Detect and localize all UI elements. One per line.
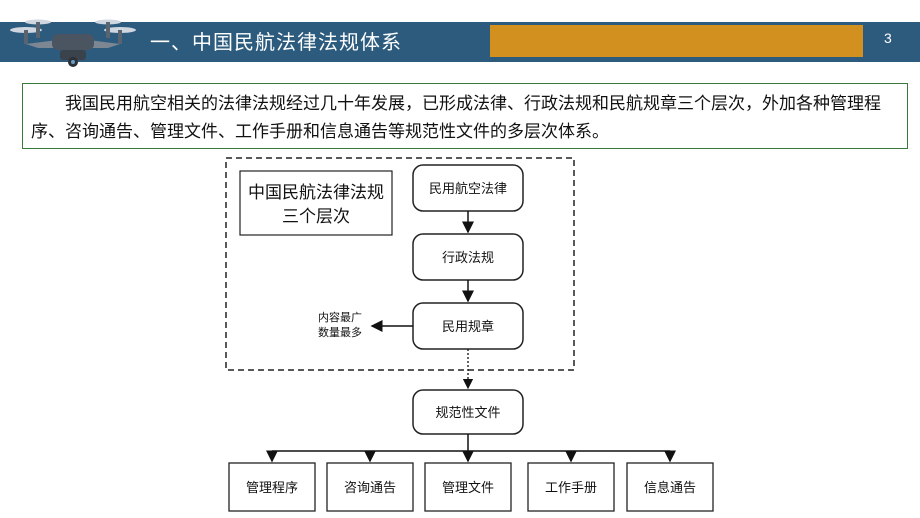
section-title: 一、中国民航法律法规体系	[150, 30, 402, 54]
three-levels-title-line2: 三个层次	[282, 207, 350, 227]
three-levels-dashed-frame	[225, 157, 575, 371]
child-label-advisory-circulars: 咨询通告	[344, 481, 396, 496]
three-levels-title-box	[239, 170, 393, 236]
header-accent-block	[490, 25, 863, 57]
child-label-management-procedures: 管理程序	[246, 481, 298, 496]
level-label-civil-aviation-law: 民用航空法律	[429, 181, 507, 197]
level-label-civil-rules: 民用规章	[442, 319, 494, 335]
side-note-line1: 内容最广	[318, 310, 362, 324]
three-levels-title-line1: 中国民航法律法规	[248, 183, 384, 203]
child-label-work-manuals: 工作手册	[545, 481, 597, 496]
child-box-management-procedures	[228, 462, 316, 512]
side-note-line2: 数量最多	[318, 325, 362, 339]
normative-documents-label: 规范性文件	[435, 406, 500, 421]
page-number: 3	[884, 30, 892, 46]
child-label-information-circulars: 信息通告	[644, 480, 696, 496]
level-label-administrative-regulations: 行政法规	[442, 251, 494, 266]
child-box-management-documents	[424, 462, 512, 512]
child-box-information-circulars	[626, 462, 714, 512]
drone-logo-icon	[10, 19, 136, 67]
child-label-management-documents: 管理文件	[442, 481, 494, 496]
intro-paragraph: 我国民用航空相关的法律法规经过几十年发展，已形成法律、行政法规和民航规章三个层次…	[22, 83, 908, 149]
child-box-advisory-circulars	[326, 462, 414, 512]
child-box-work-manuals	[527, 462, 615, 512]
